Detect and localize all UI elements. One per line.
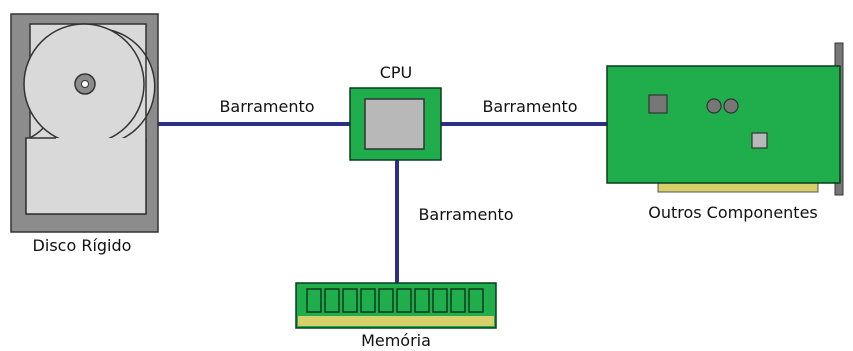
cpu-label: CPU (380, 63, 413, 82)
memory-chip (342, 288, 358, 313)
memory-chip (468, 288, 484, 313)
memory-label: Memória (361, 331, 431, 350)
memory-chip (306, 288, 322, 313)
cpu-icon (349, 87, 442, 161)
memory-chip (378, 288, 394, 313)
bus-label-bottom: Barramento (418, 205, 513, 224)
memory-chips (306, 288, 484, 313)
expansion-card-icon (606, 42, 844, 196)
memory-chip (432, 288, 448, 313)
bus-label-left: Barramento (219, 97, 314, 116)
memory-chip (450, 288, 466, 313)
memory-module-icon (295, 282, 497, 329)
memory-chip (396, 288, 412, 313)
memory-chip (324, 288, 340, 313)
hard-disk-icon (10, 13, 159, 233)
memory-chip (414, 288, 430, 313)
bus-label-right: Barramento (482, 97, 577, 116)
hard-disk-label: Disco Rígido (33, 236, 132, 255)
memory-chip (360, 288, 376, 313)
expansion-card-label: Outros Componentes (648, 203, 818, 222)
